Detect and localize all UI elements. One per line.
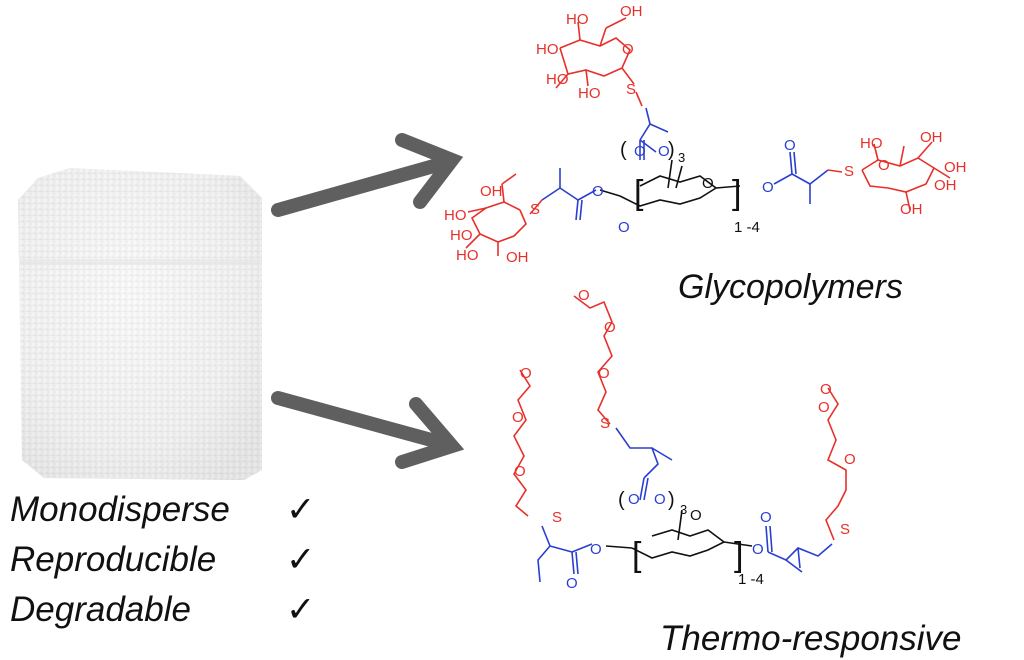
property-label: Monodisperse <box>10 490 230 529</box>
glycopolymer-structure: HO OH HO HO HO O S OH HO HO HO OH S S HO… <box>444 3 967 266</box>
svg-text:O: O <box>598 365 610 382</box>
right-sugar-ring <box>827 141 951 211</box>
svg-text:O: O <box>520 365 532 382</box>
svg-text:]: ] <box>734 536 743 574</box>
svg-text:O: O <box>760 509 772 526</box>
svg-text:HO: HO <box>860 135 883 152</box>
svg-text:): ) <box>668 139 675 161</box>
glycopolymers-label: Glycopolymers <box>678 268 903 306</box>
svg-text:O: O <box>628 491 640 508</box>
svg-text:O: O <box>818 399 830 416</box>
svg-text:[: [ <box>632 536 642 574</box>
sugar-cube-image <box>18 168 262 480</box>
svg-text:HO: HO <box>456 247 479 264</box>
svg-text:S: S <box>552 509 562 526</box>
svg-text:(: ( <box>618 489 625 511</box>
svg-text:O: O <box>604 319 616 336</box>
svg-text:OH: OH <box>620 3 643 20</box>
svg-text:OH: OH <box>934 177 957 194</box>
svg-text:O: O <box>592 183 604 200</box>
svg-text:O: O <box>702 175 714 192</box>
peg-chains <box>513 295 847 541</box>
thermoresponsive-label: Thermo-responsive <box>660 619 962 658</box>
svg-text:O: O <box>634 143 646 160</box>
svg-text:HO: HO <box>566 11 589 28</box>
svg-text:1 -4: 1 -4 <box>738 571 764 588</box>
thermo-blue-atom-labels: O O O O O O <box>566 491 772 592</box>
svg-text:HO: HO <box>450 227 473 244</box>
svg-text:O: O <box>578 287 590 304</box>
svg-text:O: O <box>622 41 634 58</box>
svg-text:O: O <box>654 491 666 508</box>
svg-text:O: O <box>762 179 774 196</box>
glyco-linker-atom-labels: O O O O O O <box>592 137 796 236</box>
svg-text:O: O <box>690 507 702 524</box>
arrow-to-thermoresponsive <box>271 391 465 469</box>
svg-text:3: 3 <box>680 502 687 517</box>
svg-text:O: O <box>878 157 890 174</box>
arrow-to-glycopolymers <box>271 133 464 217</box>
left-sugar-ring <box>465 173 543 256</box>
svg-text:O: O <box>784 137 796 154</box>
svg-text:S: S <box>844 163 854 180</box>
svg-text:O: O <box>752 541 764 558</box>
svg-text:S: S <box>840 521 850 538</box>
thermo-core-labels: O ( ) 3 [ ] 1 -4 <box>618 489 764 588</box>
svg-text:(: ( <box>620 139 627 161</box>
top-linker <box>639 107 669 160</box>
svg-text:OH: OH <box>506 249 529 266</box>
svg-text:HO: HO <box>444 207 467 224</box>
svg-text:O: O <box>514 463 526 480</box>
svg-text:O: O <box>820 381 832 398</box>
right-linker <box>773 151 829 204</box>
thermo-linkers <box>537 427 833 583</box>
svg-text:O: O <box>512 409 524 426</box>
left-linker <box>541 168 597 221</box>
svg-text:O: O <box>844 451 856 468</box>
glyco-sugar-atom-labels: HO OH HO HO HO O S OH HO HO HO OH S S HO… <box>444 3 967 266</box>
thermoresponsive-structure: O O O S O O O S O O O S O O O O O O O ( … <box>512 287 856 592</box>
svg-text:O: O <box>566 575 578 592</box>
svg-text:): ) <box>668 489 675 511</box>
svg-text:O: O <box>590 541 602 558</box>
thermo-core-ring <box>605 509 753 559</box>
svg-text:HO: HO <box>578 85 601 102</box>
svg-text:[: [ <box>634 174 644 212</box>
svg-text:OH: OH <box>944 159 967 176</box>
checkmark-icon: ✓ <box>286 490 316 529</box>
svg-text:OH: OH <box>920 129 943 146</box>
svg-text:O: O <box>658 143 670 160</box>
svg-text:S: S <box>600 415 610 432</box>
top-sugar-ring <box>555 17 643 107</box>
svg-text:1 -4: 1 -4 <box>734 219 760 236</box>
thermo-red-atom-labels: O O O S O O O S O O O S <box>512 287 856 538</box>
glyco-core-labels: O ( ) 3 [ ] 1 -4 <box>620 139 760 236</box>
svg-text:S: S <box>626 81 636 98</box>
property-label: Degradable <box>10 590 191 629</box>
svg-text:S: S <box>530 201 540 218</box>
checkmark-icon: ✓ <box>286 590 316 629</box>
svg-text:OH: OH <box>900 201 923 218</box>
svg-text:OH: OH <box>480 183 503 200</box>
core-ring <box>599 159 741 207</box>
svg-text:]: ] <box>732 174 741 212</box>
svg-text:HO: HO <box>546 71 569 88</box>
svg-text:O: O <box>618 219 630 236</box>
checkmark-icon: ✓ <box>286 540 316 579</box>
property-label: Reproducible <box>10 540 217 579</box>
svg-text:3: 3 <box>678 150 685 165</box>
svg-text:HO: HO <box>536 41 559 58</box>
